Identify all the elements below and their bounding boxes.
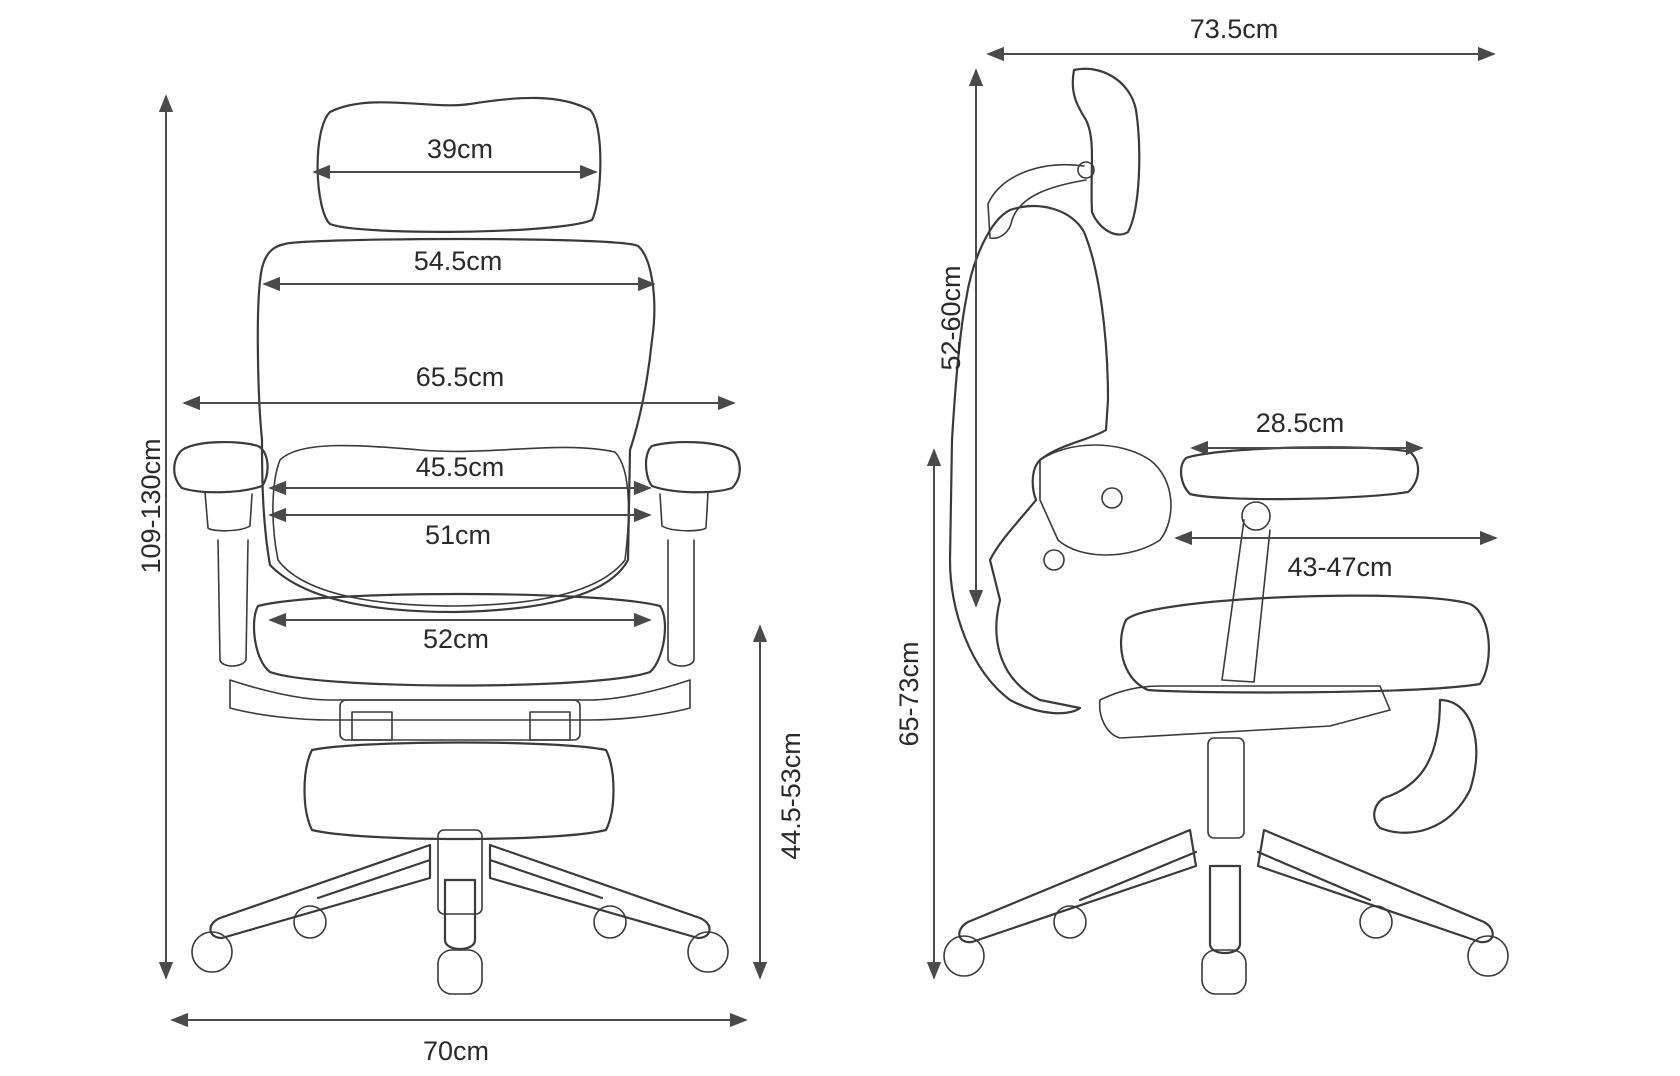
side-dimension-lines — [926, 46, 1498, 980]
side-gas-cylinder — [1207, 737, 1245, 839]
front-casters — [191, 905, 729, 995]
front-right-armrest — [644, 440, 741, 494]
side-backrest — [948, 205, 1110, 715]
side-seat — [1119, 594, 1490, 694]
front-backrest — [256, 237, 656, 614]
label-seat-depth: 43-47cm — [1287, 552, 1392, 582]
front-lumbar-pad — [272, 444, 630, 607]
front-gas-cylinder — [437, 829, 483, 915]
side-armrest — [1180, 446, 1420, 501]
label-total-depth: 73.5cm — [1190, 14, 1279, 44]
label-base-width: 70cm — [423, 1036, 489, 1066]
front-base — [209, 843, 711, 951]
front-headrest — [316, 96, 602, 233]
front-left-armrest — [173, 440, 269, 494]
side-base — [958, 828, 1494, 955]
side-casters — [943, 905, 1509, 995]
front-seat-cushion — [252, 592, 667, 687]
front-footrest — [303, 741, 615, 841]
label-armrest-length: 28.5cm — [1256, 408, 1345, 438]
side-footrest — [1373, 698, 1478, 834]
side-view-chair — [943, 67, 1509, 995]
label-seat-width: 52cm — [423, 624, 489, 654]
label-backrest-width: 51cm — [425, 520, 491, 550]
front-mechanism — [229, 679, 691, 721]
label-armrest-span: 65.5cm — [416, 362, 505, 392]
label-total-height: 109-130cm — [136, 438, 166, 573]
side-headrest — [1071, 67, 1141, 236]
label-armrest-height: 65-73cm — [894, 641, 924, 746]
front-dimension-lines — [158, 94, 768, 1028]
label-seat-height: 44.5-53cm — [776, 732, 806, 860]
side-mechanism — [1098, 685, 1391, 739]
label-backrest-height: 52-60cm — [936, 265, 966, 370]
label-backrest-top-width: 54.5cm — [414, 246, 503, 276]
label-lumbar-width: 45.5cm — [416, 452, 505, 482]
label-headrest-width: 39cm — [427, 134, 493, 164]
side-lumbar — [1039, 444, 1172, 556]
front-view-chair — [173, 96, 741, 995]
